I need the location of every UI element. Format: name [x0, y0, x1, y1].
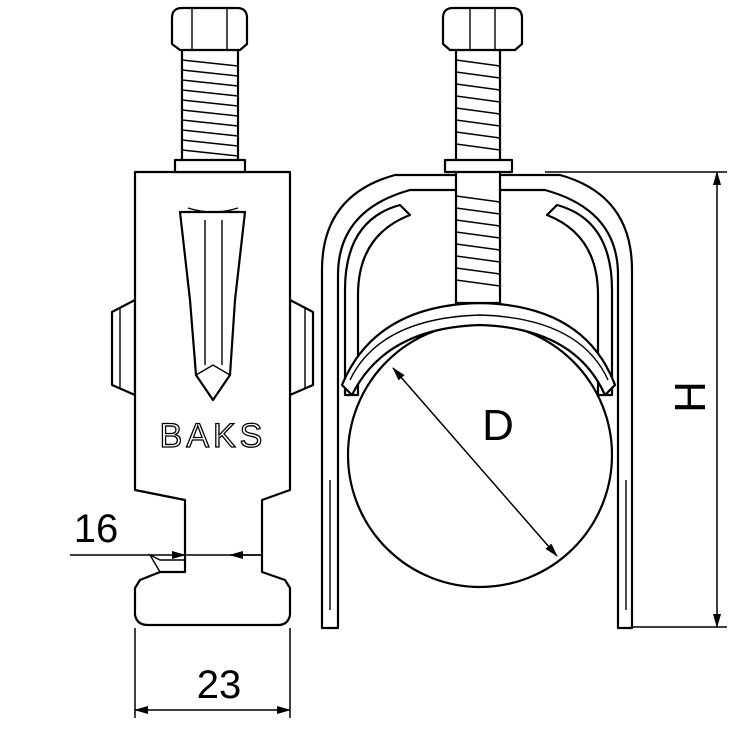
dimension-height: H [545, 171, 727, 628]
slot-width-label: 16 [74, 507, 119, 551]
front-view [320, 6, 634, 630]
brand-marking: BAKS [160, 417, 267, 455]
height-label: H [666, 381, 715, 413]
hex-head-side [170, 6, 249, 52]
bolt-front [441, 6, 524, 305]
diameter-label: D [482, 401, 514, 450]
pipe-circle [346, 321, 614, 589]
bracket-outer [320, 173, 634, 630]
side-view: BAKS [110, 6, 315, 627]
wedge-slot [178, 210, 247, 402]
bolt-side [170, 6, 249, 174]
side-tab-right [288, 298, 315, 397]
base-width-label: 23 [197, 663, 242, 707]
dimension-slot-width: 16 [70, 507, 262, 559]
side-tab-left [110, 298, 137, 397]
dimension-diameter: D [392, 367, 558, 557]
hex-head-front [441, 6, 524, 52]
dimension-base-width: 23 [134, 628, 291, 718]
bracket-inner [343, 203, 412, 397]
